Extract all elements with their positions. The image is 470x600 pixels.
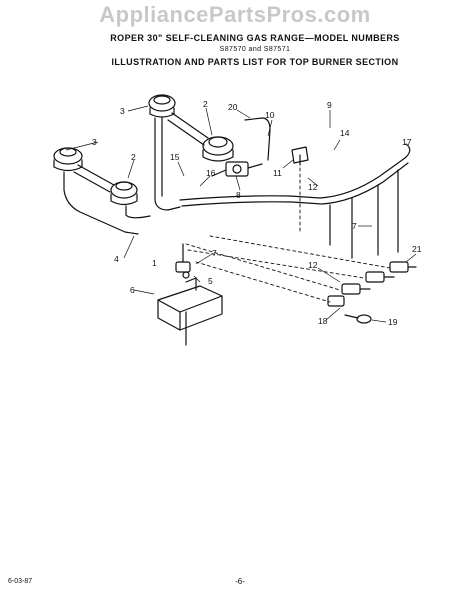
callout-3-front: 3: [92, 137, 97, 147]
callout-9: 9: [327, 100, 332, 110]
page-number: -6-: [235, 577, 245, 586]
manifold-pipe-lower: [181, 162, 409, 207]
front-burner-tube-2: [125, 205, 151, 219]
mounting-bracket: [291, 146, 309, 166]
callout-7-left: 7: [212, 248, 217, 258]
callout-5: 5: [208, 276, 213, 286]
burner-valve-4: [327, 295, 345, 307]
rear-burner-tube-left: [154, 117, 181, 211]
callout-2-rear: 2: [203, 99, 208, 109]
callout-1: 1: [152, 258, 157, 268]
title-line-model: ROPER 30" SELF-CLEANING GAS RANGE—MODEL …: [110, 33, 400, 43]
callout-11: 11: [273, 168, 282, 178]
callout-21: 21: [412, 244, 422, 254]
igniter-switch: [175, 243, 191, 273]
burner-valve-3: [389, 261, 417, 273]
callout-16: 16: [206, 168, 216, 178]
burner-valve-1: [341, 283, 371, 295]
callout-19: 19: [388, 317, 398, 327]
callout-7-right: 7: [352, 221, 357, 231]
callout-10: 10: [265, 110, 275, 120]
callout-3-rear: 3: [120, 106, 125, 116]
title-line-numbers: S87570 and S87571: [219, 46, 291, 53]
callout-8: 8: [236, 190, 241, 200]
front-burner-tube: [63, 171, 139, 235]
callout-12-upper: 12: [308, 182, 318, 192]
front-right-burner-head: [110, 181, 138, 206]
title-line-section: ILLUSTRATION AND PARTS LIST FOR TOP BURN…: [111, 57, 399, 67]
rear-right-burner-head: [202, 136, 234, 162]
manifold-pipe: [179, 143, 411, 201]
watermark: AppliancePartsPros.com: [99, 2, 371, 27]
callout-14: 14: [340, 128, 350, 138]
callout-20: 20: [228, 102, 238, 112]
callout-2-front: 2: [131, 152, 136, 162]
front-burner-bar: [73, 164, 115, 193]
pressure-regulator: [211, 161, 263, 177]
rear-left-burner-head: [148, 94, 176, 118]
document-code: 6-03-87: [8, 578, 33, 585]
callout-17: 17: [402, 137, 412, 147]
front-left-burner-head: [53, 147, 83, 172]
callout-12-lower: 12: [308, 260, 318, 270]
callout-4: 4: [114, 254, 119, 264]
rear-burner-bar: [167, 112, 209, 146]
feed-tube: [244, 117, 271, 161]
callout-15: 15: [170, 152, 180, 162]
valve-knob-stem: [344, 314, 372, 324]
burner-valve-2: [365, 271, 395, 283]
callout-6: 6: [130, 285, 135, 295]
callout-18: 18: [318, 316, 328, 326]
title-block: ROPER 30" SELF-CLEANING GAS RANGE—MODEL …: [70, 32, 440, 68]
